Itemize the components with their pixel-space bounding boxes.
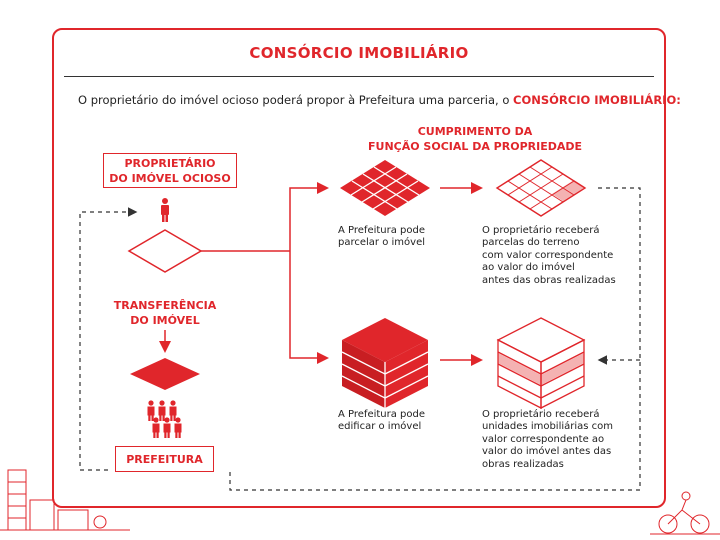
intro-text: O proprietário do imóvel ocioso poderá p… bbox=[78, 93, 681, 107]
owner-parcel-line: com valor correspondente bbox=[482, 249, 614, 261]
group-icon bbox=[147, 400, 182, 438]
owner-box: PROPRIETÁRIO DO IMÓVEL OCIOSO bbox=[103, 153, 237, 188]
city-parcel-text: A Prefeitura pode parcelar o imóvel bbox=[338, 225, 425, 250]
social-function-header: CUMPRIMENTO DA FUNÇÃO SOCIAL DA PROPRIED… bbox=[350, 124, 600, 154]
title-divider bbox=[64, 76, 654, 77]
city-build-line: A Prefeitura pode bbox=[338, 409, 426, 420]
cyclist-sketch-icon bbox=[650, 491, 720, 535]
grid-parcel-icon bbox=[340, 160, 430, 216]
grid-parcel-outline-icon bbox=[495, 159, 587, 217]
owner-line2: DO IMÓVEL OCIOSO bbox=[109, 171, 231, 185]
owner-line1: PROPRIETÁRIO bbox=[124, 156, 216, 170]
owner-parcel-line: ao valor do imóvel bbox=[482, 262, 575, 274]
transfer-line2: DO IMÓVEL bbox=[130, 314, 200, 327]
city-build-text: A Prefeitura pode edificar o imóvel bbox=[338, 409, 425, 434]
diagram-frame bbox=[52, 28, 666, 508]
owner-build-line: O proprietário receberá bbox=[482, 409, 600, 420]
intro-sentence: O proprietário do imóvel ocioso poderá p… bbox=[78, 93, 514, 107]
intro-highlight: CONSÓRCIO IMOBILIÁRIO: bbox=[513, 93, 681, 107]
owner-build-line: obras realizadas bbox=[482, 458, 564, 470]
cube-building-outline-icon bbox=[496, 317, 586, 410]
transfer-label: TRANSFERÊNCIA DO IMÓVEL bbox=[100, 298, 230, 328]
city-parcel-line: A Prefeitura pode bbox=[338, 225, 426, 236]
filled-diamond-icon bbox=[130, 358, 200, 390]
person-icon bbox=[161, 198, 169, 222]
owner-parcel-line: antes das obras realizadas bbox=[482, 274, 616, 286]
owner-build-line: valor do imóvel antes das bbox=[482, 446, 612, 458]
owner-build-line: unidades imobiliárias com bbox=[482, 421, 614, 433]
city-hall-label: PREFEITURA bbox=[126, 452, 203, 466]
right-return-dashed bbox=[229, 187, 641, 491]
owner-parcel-line: O proprietário receberá bbox=[482, 225, 600, 236]
owner-build-line: valor correspondente ao bbox=[482, 433, 605, 445]
transfer-line1: TRANSFERÊNCIA bbox=[113, 299, 217, 312]
owner-build-text: O proprietário receberá unidades imobili… bbox=[482, 409, 613, 471]
social-function-line1: CUMPRIMENTO DA bbox=[417, 125, 533, 138]
social-function-line2: FUNÇÃO SOCIAL DA PROPRIEDADE bbox=[368, 140, 582, 153]
owner-parcel-line: parcelas do terreno bbox=[482, 237, 580, 249]
city-sketch-icon bbox=[0, 469, 130, 531]
owner-parcel-text: O proprietário receberá parcelas do terr… bbox=[482, 225, 616, 287]
page-title: CONSÓRCIO IMOBILIÁRIO bbox=[249, 44, 469, 62]
diamond-icon bbox=[127, 229, 203, 273]
return-loop-dashed bbox=[79, 207, 138, 471]
city-build-line: edificar o imóvel bbox=[338, 421, 422, 433]
city-hall-box: PREFEITURA bbox=[115, 446, 214, 472]
city-parcel-line: parcelar o imóvel bbox=[338, 237, 425, 249]
branch-connector bbox=[201, 187, 325, 359]
cube-building-icon bbox=[341, 318, 429, 408]
